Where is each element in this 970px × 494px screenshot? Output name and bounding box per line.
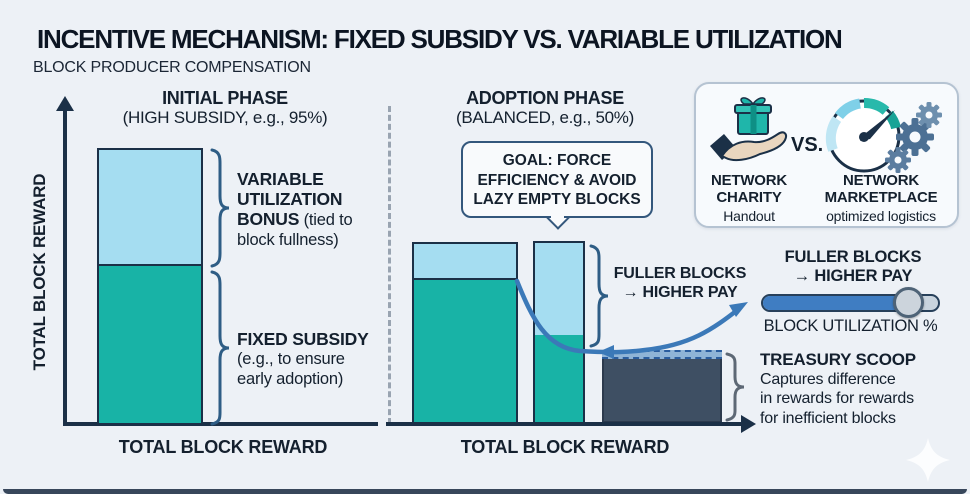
- lazy-block-bonus-segment: [535, 243, 583, 335]
- treasury-line2: in rewards for rewards: [760, 390, 914, 407]
- left-x-axis-line: [63, 422, 378, 426]
- bottom-edge-strip: [3, 489, 967, 494]
- full-block-bar: [412, 242, 518, 425]
- marketplace-line2: MARKETPLACE: [824, 189, 938, 206]
- fuller-blocks-label: FULLER BLOCKS → HIGHER PAY: [608, 264, 752, 302]
- charity-line2: CHARITY: [716, 189, 782, 206]
- fixed-subsidy-brace: [210, 270, 230, 426]
- right-x-axis-caption: TOTAL BLOCK REWARD: [460, 437, 670, 457]
- right-x-axis-arrow-icon: [741, 414, 756, 433]
- charity-caption: Handout: [723, 208, 775, 224]
- gear-large-icon: [896, 118, 934, 156]
- gear-small-bottom-icon: [885, 147, 911, 173]
- marketplace-caption: optimized logistics: [826, 208, 936, 224]
- charity-line1: NETWORK: [710, 172, 788, 189]
- goal-bubble-tail-patch: [551, 212, 564, 218]
- lazy-block-bar: [533, 241, 585, 425]
- variable-bonus-line2: UTILIZATION: [237, 189, 343, 209]
- initial-phase-detail: (HIGH SUBSIDY, e.g., 95%): [122, 108, 328, 127]
- fuller-blocks-line2: → HIGHER PAY: [622, 284, 738, 301]
- page-subtitle: BLOCK PRODUCER COMPENSATION: [33, 59, 311, 76]
- fixed-subsidy-line1: FIXED SUBSIDY: [237, 329, 369, 349]
- initial-phase-bar: [97, 148, 203, 425]
- adoption-phase-detail: (BALANCED, e.g., 50%): [456, 108, 634, 127]
- left-x-axis-caption: TOTAL BLOCK REWARD: [118, 437, 328, 457]
- vs-text: VS.: [791, 134, 824, 156]
- right-x-axis-line: [386, 422, 744, 426]
- charity-gift-hand-icon: [710, 97, 788, 162]
- treasury-line1: Captures difference: [760, 370, 896, 388]
- y-axis-line: [63, 110, 67, 424]
- goal-line2: EFFICIENCY & AVOID: [477, 171, 637, 189]
- variable-bonus-label: VARIABLE UTILIZATION BONUS (tied to bloc…: [237, 169, 353, 250]
- slider-label-line1: FULLER BLOCKS: [784, 248, 922, 266]
- marketplace-line1: NETWORK: [842, 172, 920, 189]
- fuller-blocks-line1: FULLER BLOCKS: [613, 265, 747, 282]
- treasury-line3: for inefficient blocks: [760, 409, 896, 427]
- marketplace-gauge-gears-icon: [825, 98, 942, 173]
- slider-label-line2: → HIGHER PAY: [793, 267, 913, 285]
- scoop-dashed-band: [602, 350, 722, 359]
- treasury-title: TREASURY SCOOP: [760, 350, 916, 369]
- variable-bonus-segment: [99, 150, 201, 266]
- y-axis-arrow-icon: [56, 96, 74, 111]
- variable-bonus-line1: VARIABLE: [237, 169, 324, 189]
- goal-line3: LAZY EMPTY BLOCKS: [473, 191, 641, 208]
- treasury-scoop-label: TREASURY SCOOP Captures difference in re…: [760, 350, 965, 428]
- treasury-brace: [725, 352, 745, 422]
- fuller-blocks-slider-label: FULLER BLOCKS → HIGHER PAY: [768, 248, 938, 286]
- fixed-subsidy-label: FIXED SUBSIDY (e.g., to ensure early ado…: [237, 329, 369, 389]
- network-marketplace-label: NETWORK MARKETPLACE optimized logistics: [806, 172, 956, 225]
- variable-bonus-line3: BONUS (tied to: [237, 209, 353, 229]
- page-title: INCENTIVE MECHANISM: FIXED SUBSIDY VS. V…: [37, 24, 843, 54]
- utilization-slider-caption: BLOCK UTILIZATION %: [763, 317, 938, 335]
- full-block-subsidy-segment: [414, 280, 516, 423]
- network-charity-label: NETWORK CHARITY Handout: [696, 172, 802, 225]
- section-divider: [388, 106, 391, 424]
- initial-phase-title: INITIAL PHASE: [162, 88, 288, 108]
- fuller-blocks-brace: [589, 244, 609, 348]
- fixed-subsidy-line2: (e.g., to ensure: [237, 350, 345, 368]
- y-axis-label: TOTAL BLOCK REWARD: [30, 173, 49, 371]
- utilization-slider-fill: [763, 296, 907, 310]
- sparkle-icon: [906, 438, 950, 482]
- fixed-subsidy-segment: [99, 266, 201, 423]
- fixed-subsidy-line3: early adoption): [237, 370, 344, 388]
- goal-line1: GOAL: FORCE: [502, 152, 612, 169]
- pay-curve: [514, 278, 748, 359]
- variable-bonus-brace: [210, 148, 230, 268]
- scoop-arrow-icon: [598, 345, 614, 359]
- pay-curve-arrow-icon: [729, 302, 748, 317]
- adoption-phase-title: ADOPTION PHASE: [466, 88, 624, 108]
- full-block-bonus-segment: [414, 244, 516, 280]
- variable-bonus-line4: block fullness): [237, 231, 339, 249]
- gear-small-top-icon: [916, 102, 942, 128]
- utilization-slider-knob: [893, 287, 924, 318]
- goal-callout: GOAL: FORCE EFFICIENCY & AVOID LAZY EMPT…: [461, 141, 653, 218]
- treasury-scoop-bar: [602, 350, 722, 423]
